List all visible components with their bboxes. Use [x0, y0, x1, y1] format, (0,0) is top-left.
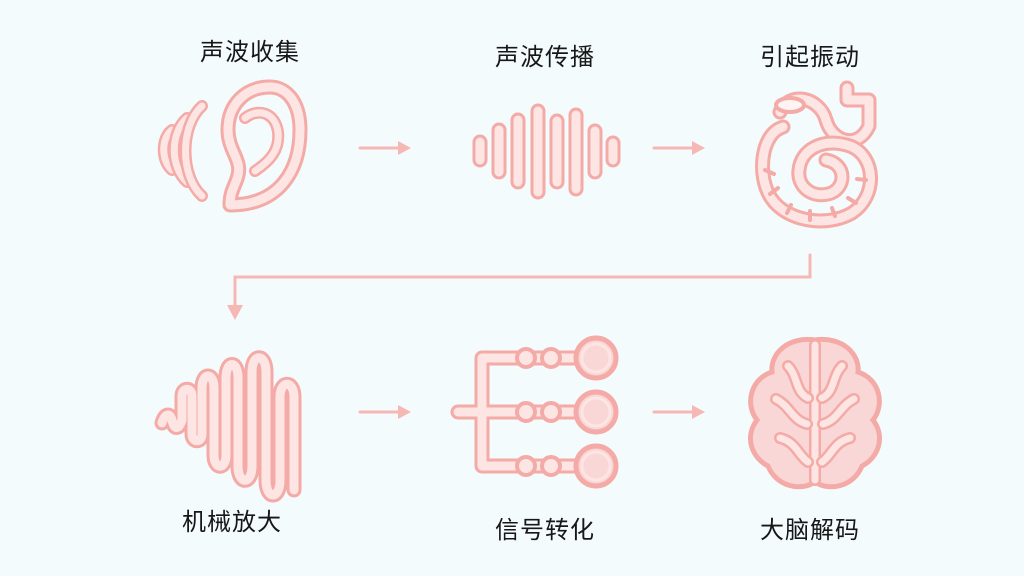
arrow-step5-to-step6: [652, 405, 705, 419]
step-label-sound-collection: 声波收集: [200, 38, 300, 66]
step-label-brain-decoding: 大脑解码: [760, 516, 860, 544]
brain-icon: [748, 336, 882, 490]
arrow-step4-to-step5: [358, 405, 411, 419]
sound-wave-icon: [472, 103, 621, 200]
cochlea-icon: [755, 80, 878, 229]
step-label-signal-conversion: 信号转化: [495, 516, 595, 544]
mechanical-wave-icon: [154, 350, 302, 503]
arrow-row-connector: [227, 253, 812, 320]
step-label-vibration: 引起振动: [760, 43, 860, 71]
signal-node-icon: [450, 335, 619, 489]
arrow-step1-to-step2: [358, 141, 411, 155]
arrow-step2-to-step3: [652, 141, 705, 155]
step-label-mechanical-amplification: 机械放大: [182, 508, 282, 536]
step-label-sound-propagation: 声波传播: [495, 43, 595, 71]
ear-icon: [157, 79, 308, 213]
